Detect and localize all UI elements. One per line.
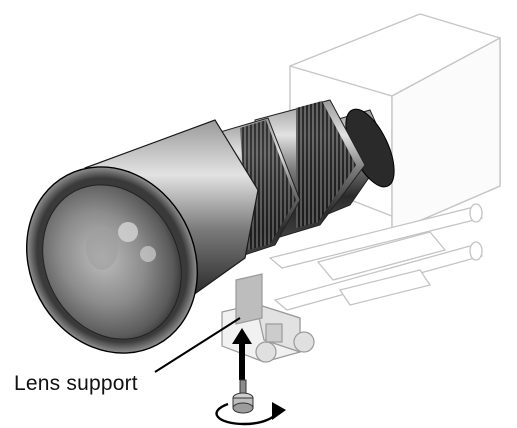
support-rods [268, 203, 484, 311]
rotate-arrowhead-icon [272, 402, 286, 420]
callout-leader-line [154, 317, 241, 373]
up-arrow-icon [232, 328, 252, 380]
lens-support-callout: Lens support [14, 372, 138, 395]
thumb-screw-icon [232, 379, 254, 414]
lens-support-bracket [221, 273, 315, 363]
zoom-lens [26, 99, 395, 354]
